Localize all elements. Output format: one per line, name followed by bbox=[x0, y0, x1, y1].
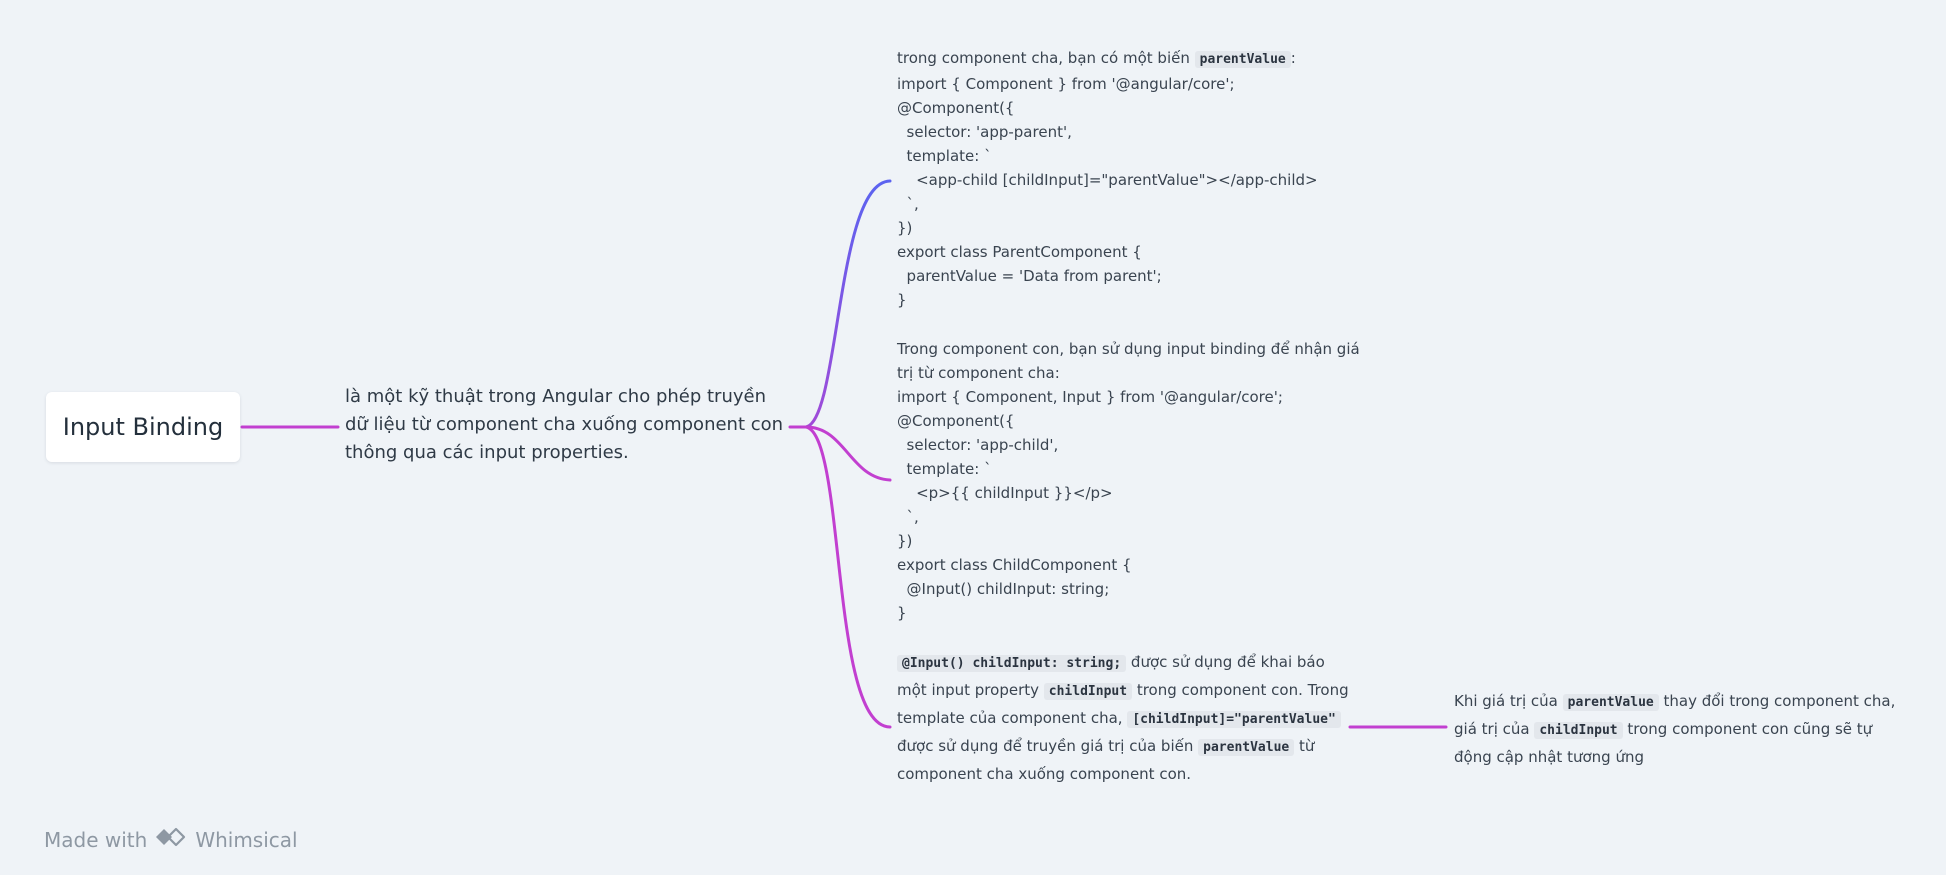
parent-intro-text: trong component cha, bạn có một biến bbox=[897, 49, 1195, 67]
explanation-text-4: từ component cha xuống component con. bbox=[897, 737, 1315, 783]
explanation-text-3: được sử dụng để truyền giá trị của biến bbox=[897, 737, 1199, 755]
update-note-text-3: trong component con cũng sẽ tự động cập … bbox=[1454, 720, 1873, 766]
child-input-code: childInput bbox=[1043, 683, 1133, 700]
parent-value-code: parentValue bbox=[1194, 51, 1291, 68]
description-text: là một kỹ thuật trong Angular cho phép t… bbox=[345, 386, 784, 463]
made-with-label: Made with bbox=[44, 827, 148, 852]
root-node-input-binding[interactable]: Input Binding bbox=[46, 392, 240, 462]
explanation-node[interactable]: @Input() childInput: string; được sử dụn… bbox=[897, 649, 1357, 787]
update-note-text-2: thay đổi trong component cha, giá trị củ… bbox=[1454, 692, 1896, 738]
explanation-text-2: trong component con. Trong template của … bbox=[897, 681, 1349, 727]
parent-component-code: import { Component } from '@angular/core… bbox=[897, 75, 1318, 309]
binding-expression-code: [childInput]="parentValue" bbox=[1127, 711, 1341, 728]
root-node-label: Input Binding bbox=[62, 413, 224, 441]
update-parent-value-code: parentValue bbox=[1562, 694, 1659, 711]
parent-intro-colon: : bbox=[1290, 49, 1296, 67]
update-note-text-1: Khi giá trị của bbox=[1454, 692, 1563, 710]
connector-to-explanation bbox=[804, 425, 892, 729]
parent-value-code-2: parentValue bbox=[1198, 739, 1295, 756]
input-decorator-code: @Input() childInput: string; bbox=[897, 655, 1127, 672]
update-child-input-code: childInput bbox=[1534, 722, 1623, 739]
child-component-code: Trong component con, bạn sử dụng input b… bbox=[897, 340, 1360, 622]
explanation-text-1: được sử dụng để khai báo một input prope… bbox=[897, 653, 1325, 699]
whimsical-brand-label: Whimsical bbox=[195, 827, 298, 852]
parent-component-code-node[interactable]: trong component cha, bạn có một biến par… bbox=[897, 46, 1367, 312]
connector-to-child-code bbox=[804, 425, 892, 482]
connector-to-parent-code bbox=[804, 179, 892, 429]
child-component-code-node[interactable]: Trong component con, bạn sử dụng input b… bbox=[897, 337, 1367, 625]
update-note-node[interactable]: Khi giá trị của parentValue thay đổi tro… bbox=[1454, 688, 1906, 771]
description-node[interactable]: là một kỹ thuật trong Angular cho phép t… bbox=[345, 383, 793, 467]
made-with-whimsical-badge[interactable]: Made with Whimsical bbox=[44, 826, 298, 853]
whimsical-logo-icon bbox=[155, 826, 187, 853]
